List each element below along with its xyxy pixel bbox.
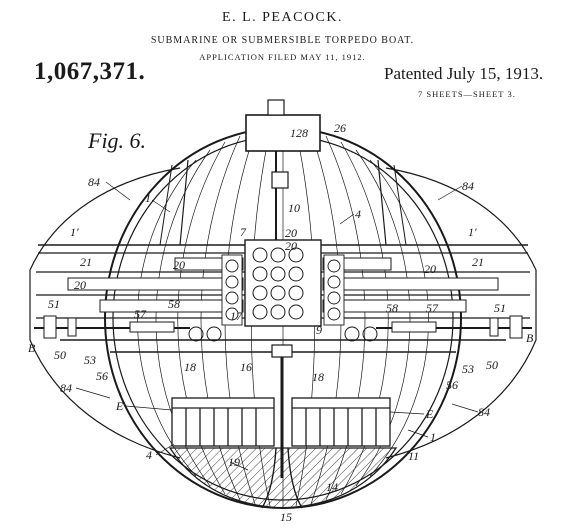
ref-10: 10 [288,201,300,215]
patent-title: SUBMARINE OR SUBMERSIBLE TORPEDO BOAT. [150,35,415,46]
ref-21-right: 21 [472,255,484,269]
ref-7: 7 [240,225,247,239]
ref-57-right: 57 [426,301,439,315]
patent-number: 1,067,371. [34,58,146,85]
ref-9: 9 [316,323,322,337]
ref-e-right: E [425,407,434,421]
ref-20-far-left: 20 [74,278,86,292]
ref-e-left: E [115,399,124,413]
ref-58-right: 58 [386,301,398,315]
ref-18-right: 18 [312,370,324,384]
ref-53-right: 53 [462,362,474,376]
patented-date: Patented July 15, 1913. [384,64,544,83]
keel-ballast [168,447,398,509]
ref-17: 17 [230,309,243,323]
torpedo-rack-rounds [252,247,304,320]
ref-1prime-right: 1' [468,225,477,239]
ref-16: 16 [240,360,252,374]
ref-20-right: 20 [424,262,436,276]
ref-84-tl: 84 [88,175,100,189]
ref-14: 14 [326,480,338,494]
ref-b-left: B [28,341,36,355]
reference-numerals: 128 26 10 4 7 1 84 84 1' 1' 21 21 20 20 … [28,121,534,524]
ref-84-bl: 84 [60,381,72,395]
ref-128: 128 [290,126,308,140]
ref-56-left: 56 [96,369,108,383]
outer-fairing-right [385,167,537,459]
application-filed: APPLICATION FILED MAY 11, 1912. [199,52,366,62]
ref-51-left: 51 [48,297,60,311]
ref-50-left: 50 [54,348,66,362]
ref-26: 26 [334,121,346,135]
leader-lines [75,181,479,471]
ref-4-bottom: 4 [146,448,152,462]
ref-53-left: 53 [84,353,96,367]
ballast-tanks [171,397,391,447]
ref-50-right: 50 [486,358,498,372]
ref-58-left: 58 [168,297,180,311]
ref-20-top: 20 [285,226,297,240]
ref-15: 15 [280,510,292,524]
sheet-count: 7 SHEETS—SHEET 3. [418,89,516,99]
ref-20-rack: 20 [285,239,297,253]
ref-56-right: 56 [446,378,458,392]
ref-1-top: 1 [145,191,151,205]
outer-fairing [29,167,181,459]
ref-20-left: 20 [173,258,185,272]
torpedo-rack [244,239,322,327]
ref-84-tr: 84 [462,179,474,193]
inventor-name: E. L. PEACOCK. [222,10,343,25]
ref-1prime-left: 1' [70,225,79,239]
ref-18-left: 18 [184,360,196,374]
ref-51-right: 51 [494,301,506,315]
ref-4-top: 4 [355,207,361,221]
ref-1-bottom: 1 [430,430,436,444]
conning-tower [245,114,321,152]
figure-label: Fig. 6. [87,128,146,153]
ref-57-left: 57 [134,307,147,321]
ref-b-right: B [526,331,534,345]
shaft-assemblies [34,315,532,342]
ref-84-br: 84 [478,405,490,419]
ref-21-left: 21 [80,255,92,269]
ref-11: 11 [408,449,419,463]
ref-19: 19 [228,455,240,469]
